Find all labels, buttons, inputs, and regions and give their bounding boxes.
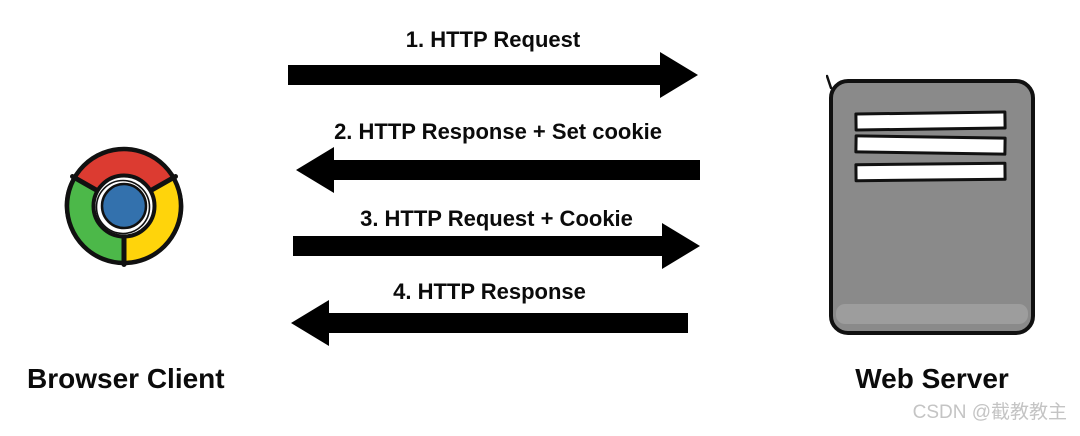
- chrome-seam: [70, 174, 103, 195]
- message-label-1: 1. HTTP Request: [405, 27, 581, 52]
- message-row-2: 2. HTTP Response + Set cookie: [296, 0, 700, 436]
- chrome-browser-icon: [64, 146, 184, 267]
- server-slot: [854, 110, 1007, 132]
- server-base-highlight: [836, 304, 1028, 324]
- server-label: Web Server: [855, 363, 1009, 394]
- client-label: Browser Client: [27, 363, 225, 394]
- server-outline: [829, 79, 1035, 335]
- chrome-hub-ring-sketch: [95, 179, 151, 235]
- chrome-outline-sketch: [64, 149, 184, 263]
- arrow-left-icon: [296, 147, 700, 193]
- web-server-icon: [826, 74, 1035, 335]
- message-row-4: 4. HTTP Response: [291, 0, 688, 436]
- arrow-right-shape: [293, 223, 700, 269]
- server-pen-tick: [826, 74, 833, 90]
- chrome-blue-center: [100, 182, 148, 230]
- server-slot: [854, 161, 1007, 183]
- arrow-right-icon: [288, 52, 698, 98]
- chrome-seam: [145, 174, 178, 195]
- server-slot: [854, 134, 1007, 156]
- arrow-right-shape: [288, 52, 698, 98]
- arrow-left-shape: [291, 300, 688, 346]
- arrow-right-icon: [293, 223, 700, 269]
- message-label-3: 3. HTTP Request + Cookie: [360, 206, 633, 231]
- message-row-3: 3. HTTP Request + Cookie: [293, 0, 700, 436]
- message-label-2: 2. HTTP Response + Set cookie: [334, 119, 662, 144]
- watermark: CSDN @截教教主: [912, 402, 1067, 423]
- message-label-4: 4. HTTP Response: [393, 279, 586, 304]
- arrow-left-shape: [296, 147, 700, 193]
- message-row-1: 1. HTTP Request: [288, 0, 698, 436]
- arrow-left-icon: [291, 300, 688, 346]
